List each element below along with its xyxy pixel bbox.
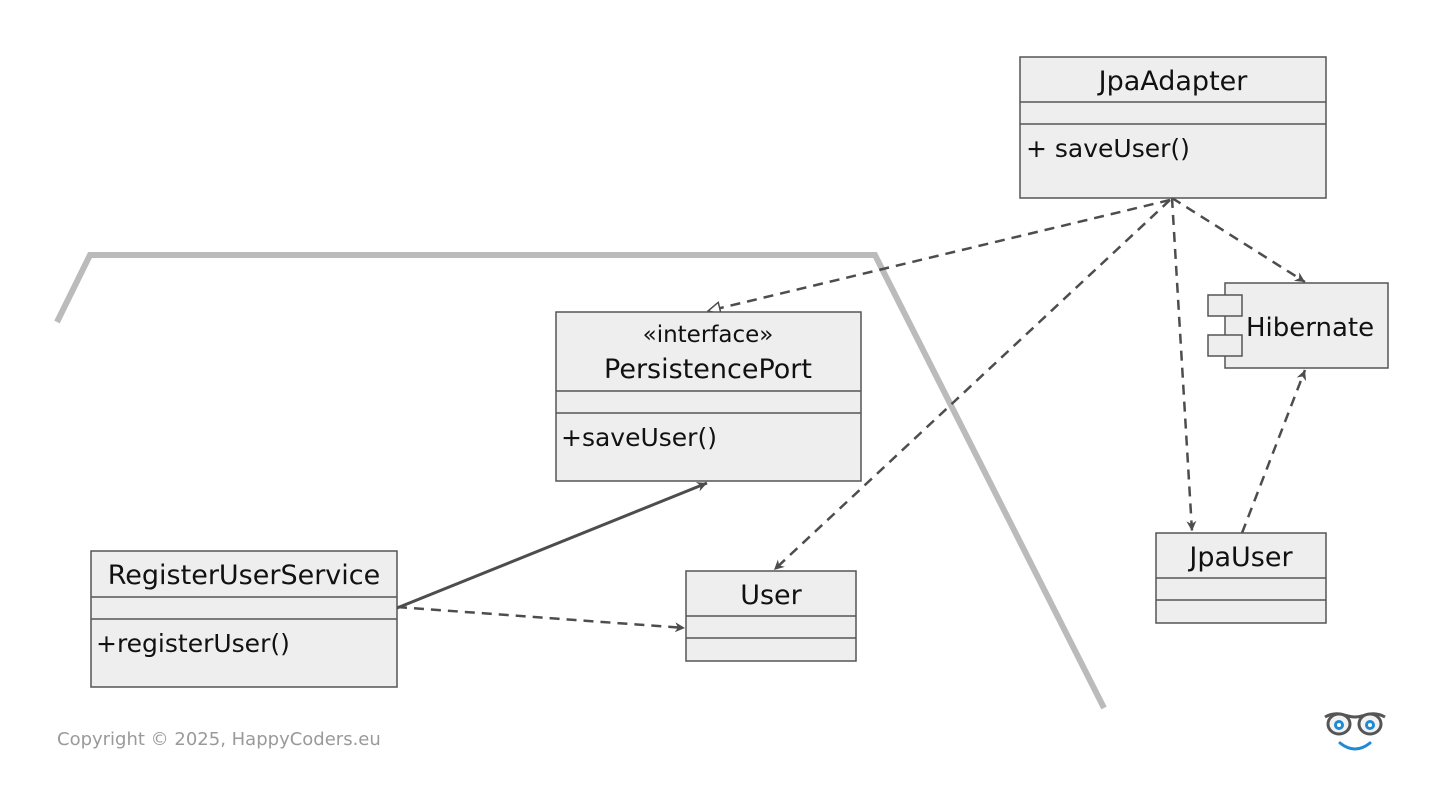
arrow-registeruserservice-to-persistenceport bbox=[396, 481, 708, 610]
arrow-jpaadapter-to-user bbox=[773, 199, 1171, 571]
component-hibernate: Hibernate bbox=[1207, 282, 1389, 369]
class-persistenceport-method: +saveUser() bbox=[561, 423, 717, 452]
arrow-jpaadapter-to-persistenceport bbox=[708, 198, 1171, 311]
class-user: User bbox=[685, 570, 857, 662]
class-jpauser-name: JpaUser bbox=[1187, 542, 1293, 573]
class-jpauser: JpaUser bbox=[1155, 532, 1327, 624]
class-user-name: User bbox=[740, 580, 802, 611]
class-registeruserservice: RegisterUserService +registerUser() bbox=[90, 550, 398, 688]
class-persistenceport-name: PersistencePort bbox=[604, 354, 812, 385]
glasses-smiley-icon bbox=[1324, 712, 1386, 751]
class-jpaadapter-name: JpaAdapter bbox=[1097, 66, 1249, 97]
arrow-jpaadapter-to-hibernate bbox=[1171, 196, 1306, 284]
arrow-jpaadapter-to-jpauser bbox=[1170, 197, 1197, 532]
component-hibernate-name: Hibernate bbox=[1246, 313, 1374, 343]
class-registeruserservice-method: +registerUser() bbox=[96, 629, 290, 658]
class-persistenceport-stereotype: «interface» bbox=[643, 322, 774, 348]
arrow-jpauser-to-hibernate bbox=[1240, 369, 1307, 534]
class-jpaadapter-method: + saveUser() bbox=[1026, 134, 1190, 163]
arrow-registeruserservice-to-user bbox=[396, 605, 686, 633]
class-persistenceport: «interface» PersistencePort +saveUser() bbox=[555, 311, 862, 482]
class-jpaadapter: JpaAdapter + saveUser() bbox=[1019, 56, 1327, 199]
copyright-footer: Copyright © 2025, HappyCoders.eu bbox=[57, 729, 381, 750]
hexagon-boundary bbox=[54, 252, 1107, 710]
component-icon bbox=[1207, 294, 1243, 317]
class-registeruserservice-name: RegisterUserService bbox=[108, 560, 381, 591]
